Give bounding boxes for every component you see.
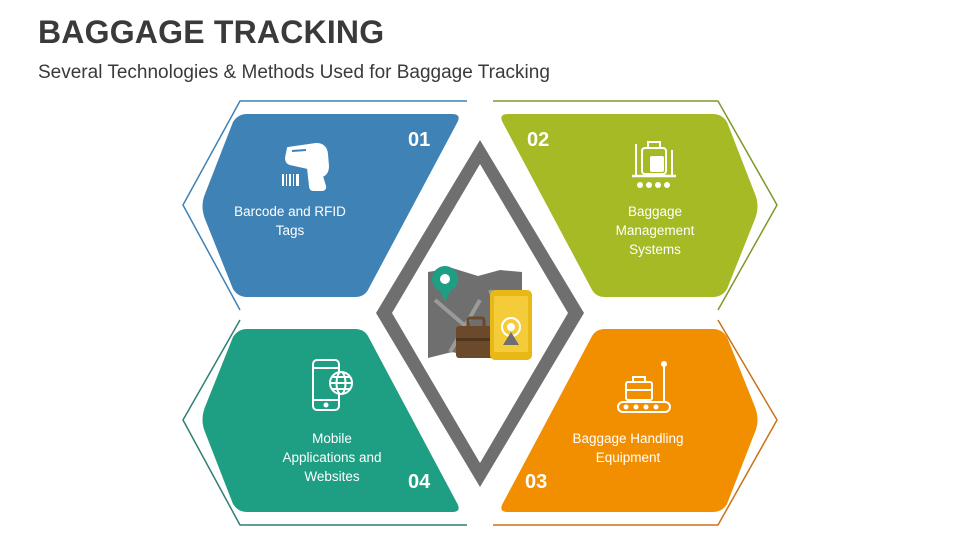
segment-01-shape	[202, 114, 459, 297]
slide-title: BAGGAGE TRACKING	[38, 14, 385, 50]
segment-03-label: Baggage Handling Equipment	[572, 431, 684, 465]
outline-orange	[493, 319, 778, 526]
luggage-handling-icon	[617, 361, 671, 413]
barcode-scanner-icon	[285, 143, 329, 191]
outline-teal	[182, 319, 467, 526]
barcode-lines	[282, 174, 299, 186]
segment-03-shape	[501, 329, 758, 512]
segment-01-label: Barcode and RFID Tags	[234, 204, 346, 238]
segment-04-shape	[202, 329, 459, 512]
segment-01-number: 01	[408, 129, 431, 151]
segment-04-number: 04	[408, 471, 431, 493]
outline-blue	[182, 100, 467, 311]
segment-03-number: 03	[525, 471, 548, 493]
mobile-globe-icon	[312, 359, 353, 411]
segment-02-label: Baggage Management Systems	[615, 204, 695, 257]
segment-04-label: Mobile Applications and Websites	[282, 431, 382, 484]
segment-02-number: 02	[527, 129, 550, 151]
map-luggage-phone-icon	[428, 266, 532, 360]
baggage-conveyor-icon	[632, 141, 676, 188]
outline-green	[493, 100, 778, 311]
segment-02-shape	[501, 114, 758, 297]
slide-subtitle: Several Technologies & Methods Used for …	[38, 62, 550, 83]
